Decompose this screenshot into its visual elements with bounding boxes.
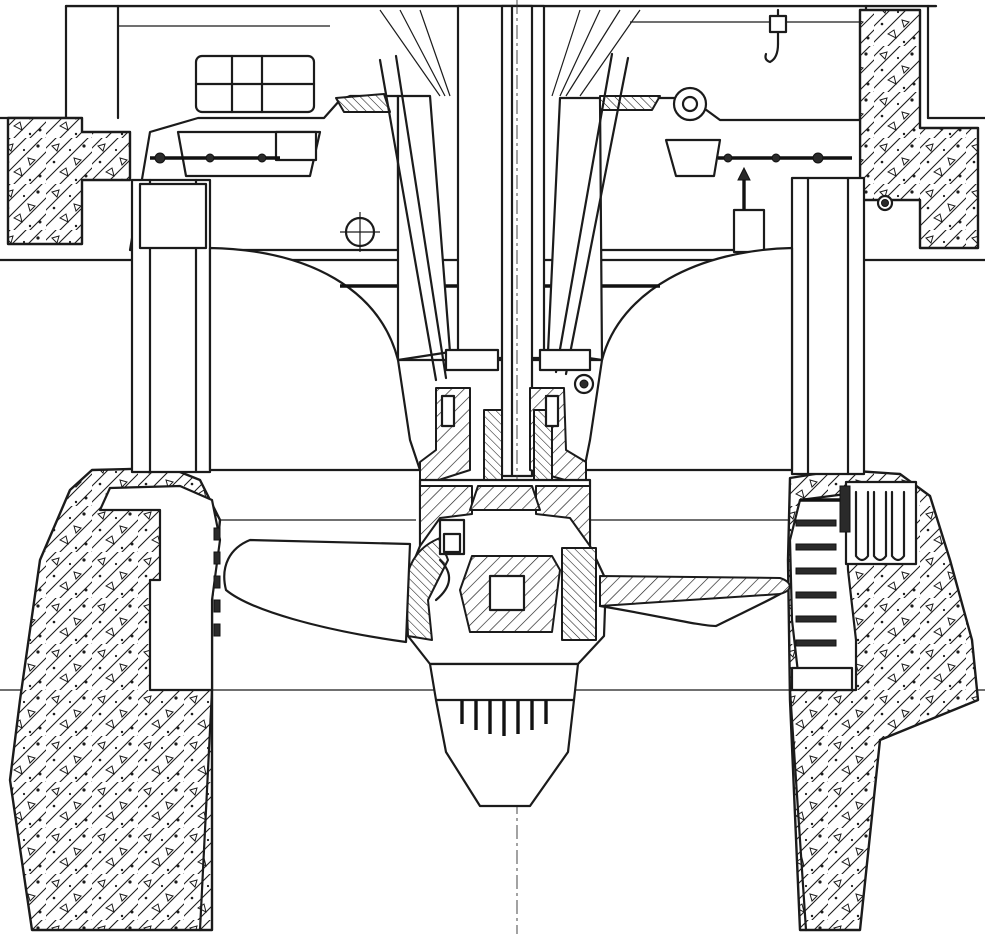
right-upper-concrete	[858, 8, 980, 250]
runner-blade-right	[599, 575, 791, 607]
pulley-right	[672, 86, 708, 122]
left-upper-concrete	[6, 116, 132, 246]
runner-blade-right-outline	[598, 592, 782, 628]
crane-hook-icon	[764, 8, 788, 64]
runner-blade-left	[223, 538, 412, 644]
stay-columns	[130, 166, 866, 476]
servomotor-right	[800, 480, 918, 566]
draft-tube-walls	[198, 519, 808, 932]
left-intake-curve	[208, 246, 422, 472]
guide-bearing	[419, 387, 587, 487]
runner-hub	[404, 478, 608, 666]
embedded-liner-dashes	[213, 519, 854, 692]
runner-cone	[428, 662, 580, 808]
left-pier-recess	[98, 484, 222, 692]
right-intake-curve	[582, 246, 794, 472]
main-shaft	[444, 0, 592, 934]
